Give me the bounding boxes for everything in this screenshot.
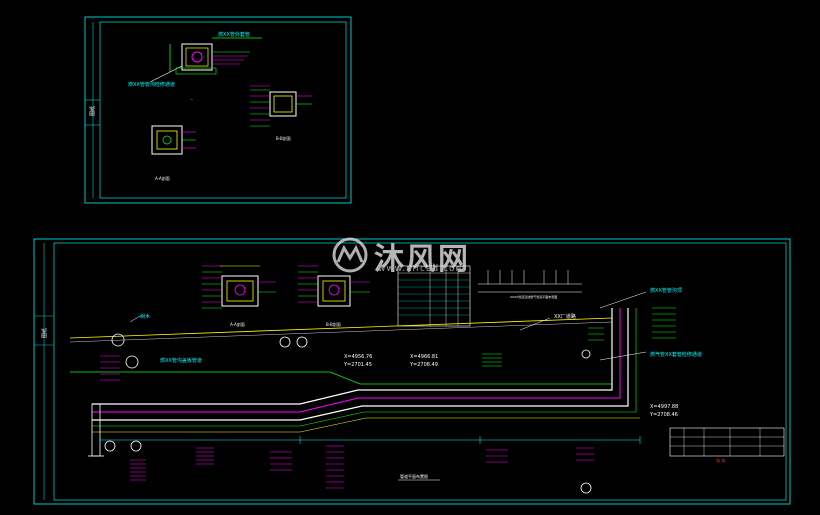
bottom-sheet-inner-frame [53, 242, 787, 501]
title-block: 张 张 [669, 427, 785, 463]
plan-title: 管道平面布置图 [400, 473, 428, 479]
tree-label: 树木 [140, 313, 150, 320]
top-sheet-outer-frame [84, 16, 352, 204]
top-sheet-side-label: 图纸 [89, 106, 96, 116]
coord-1-x: X=4956.76 [344, 354, 372, 360]
title-block-stamp: 张 张 [716, 457, 725, 463]
tree-icon [580, 482, 592, 494]
plant-road-label: XX厂道路 [554, 313, 576, 320]
bottom-sec-a-label: A-A剖面 [230, 321, 245, 327]
top-pipe-label: 燃XX管外套管 [218, 31, 250, 38]
tree-icon [125, 355, 139, 369]
coord-3-y: Y=2708.46 [649, 412, 678, 418]
top-sec-a-label: A-A剖面 [155, 175, 170, 181]
bottom-sheet-outer-frame [33, 238, 791, 505]
top-detail-a: A-A剖面 [151, 125, 196, 181]
tree-icon [279, 336, 291, 348]
materials-table [397, 265, 471, 327]
coord-2-y: Y=2708.49 [409, 362, 438, 368]
tree-icon [581, 349, 591, 359]
pipe-trench-label: 燃XX管沟盖板管道 [160, 357, 202, 364]
top-sheet-inner-frame [99, 21, 347, 199]
coord-1-y: Y=2701.45 [343, 362, 372, 368]
top-sec-b-label: B-B剖面 [276, 135, 291, 141]
tree-icon [130, 440, 142, 452]
pipe-right2-label: 燃气管XX套管检修通道 [650, 351, 702, 358]
top-sheet: 图纸 燃XX管外套管 燃XX管管沟检修通道 — [84, 16, 352, 204]
bottom-sec-b-label: B-B剖面 [326, 321, 341, 327]
schematic-diagram: XXXX管道沿线燃气管道平面布置图 [478, 270, 582, 299]
top-detail-b: B-B剖面 [250, 85, 312, 141]
bottom-detail-a: A-A剖面 [202, 265, 276, 327]
top-detail-1-caption: — [190, 97, 193, 101]
schematic-note: XXXX管道沿线燃气管道平面布置图 [510, 294, 557, 299]
coord-3-x: X=4997.88 [650, 404, 678, 410]
tree-icon [104, 440, 116, 452]
coord-2-x: X=4966.81 [410, 354, 438, 360]
bottom-sheet-side-label: 图纸 [41, 328, 48, 338]
top-detail-1: 燃XX管外套管 燃XX管管沟检修通道 — [128, 31, 262, 101]
pipe-right-label: 燃XX管管沟顶 [650, 287, 682, 294]
top-pipe-left-label: 燃XX管管沟检修通道 [128, 81, 175, 88]
bottom-detail-b: B-B剖面 [298, 265, 370, 327]
tree-icon [111, 333, 125, 347]
bottom-sheet: 图纸 A-A剖面 [33, 238, 791, 505]
tree-icon [296, 336, 308, 348]
road-and-pipes: 树木 燃XX管沟盖板管道 燃XX管管沟顶 燃气管XX套管检修通道 XX厂道路 X… [69, 287, 702, 494]
